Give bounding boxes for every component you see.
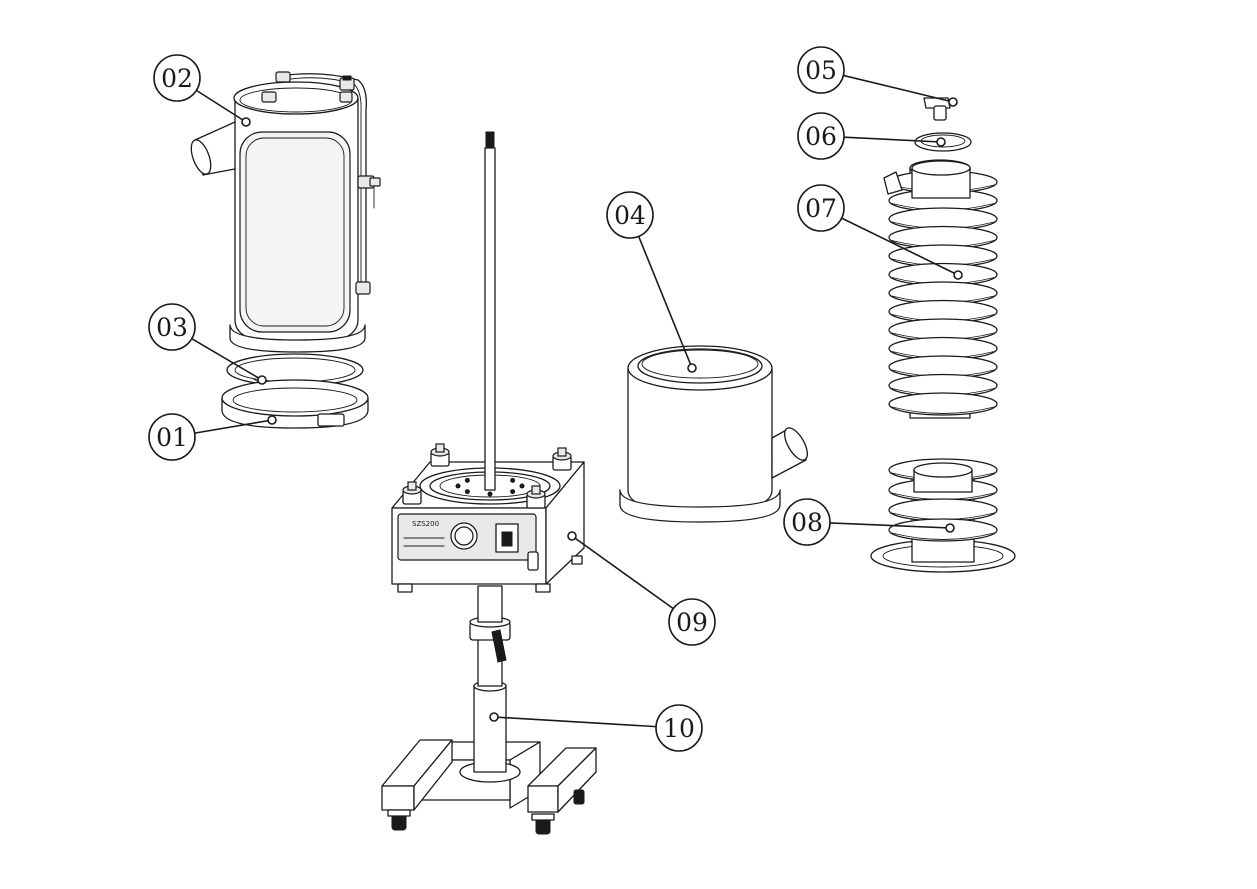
leader-dot bbox=[687, 363, 697, 373]
leader-line bbox=[637, 236, 693, 369]
part-10-stand bbox=[381, 585, 597, 835]
leader-dot bbox=[267, 415, 277, 425]
leader-line bbox=[571, 535, 674, 610]
callout-number: 08 bbox=[791, 508, 823, 537]
callout-number: 01 bbox=[156, 423, 188, 452]
callout-05: 05 bbox=[797, 46, 958, 107]
spiral-fin bbox=[888, 498, 998, 522]
callout-04: 04 bbox=[606, 191, 697, 373]
leader-dot bbox=[241, 117, 251, 127]
callout-number: 05 bbox=[805, 56, 837, 85]
callout-circle bbox=[606, 191, 654, 239]
leader-line bbox=[843, 136, 942, 143]
leader-line bbox=[841, 217, 959, 276]
leader-line bbox=[191, 337, 263, 381]
spiral-fin bbox=[888, 518, 998, 542]
callout-circle bbox=[668, 598, 716, 646]
part-01-clamp-ring bbox=[221, 379, 369, 429]
callout-01: 01 bbox=[148, 413, 277, 461]
leader-dot bbox=[567, 531, 577, 541]
leader-line bbox=[829, 522, 951, 529]
part-04-lower-vessel bbox=[619, 345, 809, 523]
corner-clamp bbox=[526, 485, 546, 509]
panel-model-text: SZS200 bbox=[412, 520, 439, 528]
callout-circle bbox=[797, 46, 845, 94]
callout-number: 10 bbox=[663, 714, 695, 743]
leader-line bbox=[843, 74, 954, 103]
callout-number: 06 bbox=[805, 122, 837, 151]
callout-circle bbox=[783, 498, 831, 546]
callout-number: 04 bbox=[614, 201, 646, 230]
leader-dot bbox=[948, 97, 958, 107]
part-05-knob bbox=[923, 97, 951, 121]
part-07-spiral-column bbox=[883, 159, 998, 419]
callout-circle bbox=[148, 303, 196, 351]
leader-line bbox=[195, 89, 247, 123]
corner-clamp bbox=[430, 443, 450, 467]
callout-03: 03 bbox=[148, 303, 267, 385]
callout-circle bbox=[797, 184, 845, 232]
leader-dot bbox=[936, 137, 946, 147]
leader-line bbox=[194, 419, 273, 434]
leader-dot bbox=[945, 523, 955, 533]
callout-number: 02 bbox=[161, 64, 193, 93]
callout-08: 08 bbox=[783, 498, 955, 546]
leader-line bbox=[493, 716, 657, 728]
callout-07: 07 bbox=[797, 184, 963, 280]
callout-number: 07 bbox=[805, 194, 837, 223]
callout-10: 10 bbox=[489, 704, 703, 752]
leader-dot bbox=[257, 375, 267, 385]
callout-circle bbox=[655, 704, 703, 752]
callout-circle bbox=[148, 413, 196, 461]
part-02-glass-cylinder bbox=[190, 71, 381, 353]
leader-dot bbox=[953, 270, 963, 280]
spiral-fin bbox=[888, 392, 998, 416]
callout-06: 06 bbox=[797, 112, 946, 160]
corner-clamp bbox=[402, 481, 422, 505]
callout-circle bbox=[153, 54, 201, 102]
callout-number: 09 bbox=[676, 608, 708, 637]
callout-number: 03 bbox=[156, 313, 188, 342]
part-09-controller: SZS200 bbox=[391, 131, 585, 593]
part-08-lower-spiral bbox=[870, 458, 1016, 573]
callout-09: 09 bbox=[567, 531, 716, 646]
corner-clamp bbox=[552, 447, 572, 471]
callout-02: 02 bbox=[153, 54, 251, 127]
callout-circle bbox=[797, 112, 845, 160]
leader-dot bbox=[489, 712, 499, 722]
